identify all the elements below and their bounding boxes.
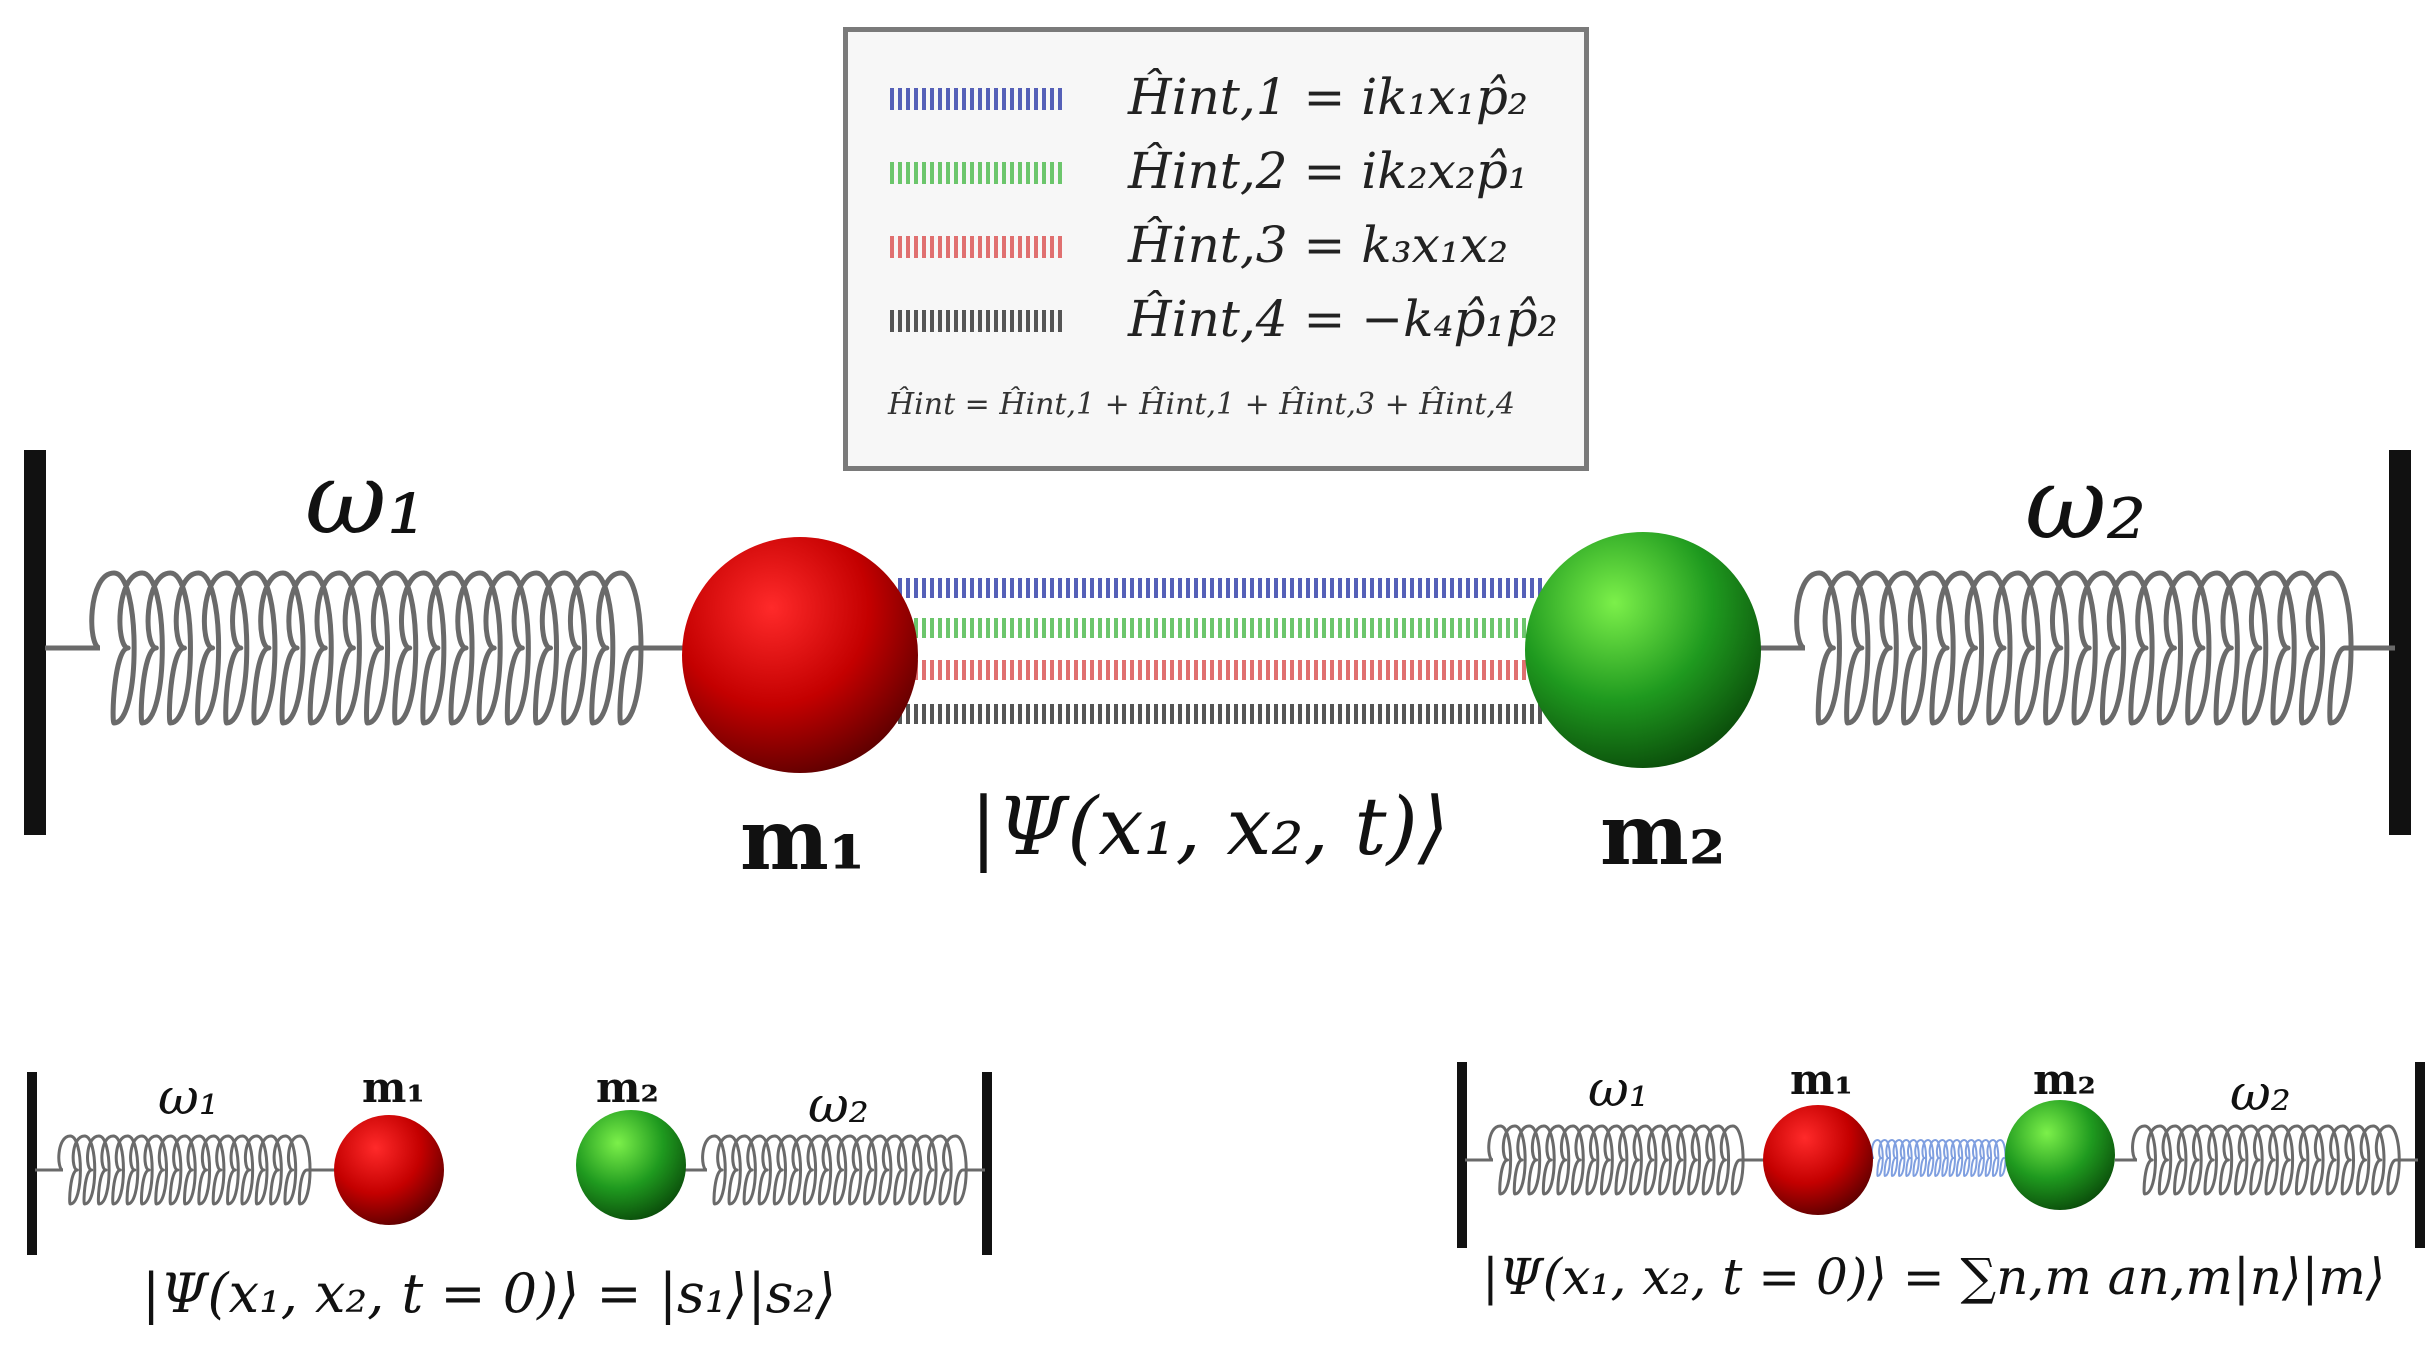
right-panel-green-mass [2005,1100,2115,1210]
left-omega2-label: ω₂ [808,1076,869,1134]
right-panel-spring-right-coil [2131,1124,2401,1196]
legend-swatch-red [890,236,1066,258]
left-panel-spring-left [35,1134,335,1206]
main-spring-right [1755,570,2395,726]
left-mass2-label: m₂ [596,1063,659,1112]
legend-swatch-green [890,162,1066,184]
right-mass2-label: m₂ [2033,1055,2096,1104]
right-panel-spring-right [2115,1124,2418,1196]
left-uncoupled-system [27,1072,992,1255]
right-panel-spring-left-coil [1487,1124,1745,1196]
interaction-legend: Ĥint,1 = ik₁x₁p̂₂ Ĥint,2 = ik₂x₂p̂₁ Ĥint… [843,27,1589,471]
right-panel-spring-left [1465,1124,1768,1196]
legend-swatch-blue [890,88,1066,110]
main-omega2-label: ω₂ [2025,445,2147,562]
left-mass1-label: m₁ [362,1063,425,1112]
main-mass1-label: m₁ [740,790,866,889]
legend-entry-2: Ĥint,2 = ik₂x₂p̂₁ [1128,142,1528,200]
main-spring-left [45,570,690,726]
legend-entry-4: Ĥint,4 = −k₄p̂₁p̂₂ [1128,290,1558,348]
right-mass1-label: m₁ [1790,1055,1853,1104]
left-panel-red-mass [334,1115,444,1225]
main-state-label: |Ψ(x₁, x₂, t)⟩ [970,780,1449,873]
right-panel-coupling-spring [1868,1139,2010,1177]
legend-total-hamiltonian: Ĥint = Ĥint,1 + Ĥint,1 + Ĥint,3 + Ĥint,4 [888,387,1515,422]
left-omega1-label: ω₁ [158,1068,219,1126]
right-panel-red-mass [1763,1105,1873,1215]
legend-entry-1: Ĥint,1 = ik₁x₁p̂₂ [1128,68,1528,126]
main-green-mass [1525,532,1761,768]
left-panel-green-mass [576,1110,686,1220]
left-panel-spring-right-coil [701,1134,968,1206]
right-panel-coupling-spring-coil [1870,1139,2007,1177]
legend-swatch-gray [890,310,1066,332]
left-panel-spring-left-coil [57,1134,312,1206]
main-mass2-label: m₂ [1600,785,1726,884]
main-oscillator-system [24,450,2411,835]
main-spring-right-coil [1794,570,2354,726]
legend-entry-3: Ĥint,3 = k₃x₁x₂ [1128,216,1509,274]
right-coupled-system [1457,1062,2425,1248]
left-panel-spring-right [685,1134,985,1206]
right-state-label: |Ψ(x₁, x₂, t = 0)⟩ = ∑n,m an,m|n⟩|m⟩ [1482,1248,2386,1306]
main-red-mass [682,537,918,773]
main-spring-left-coil [89,570,644,726]
right-omega2-label: ω₂ [2230,1064,2291,1122]
right-omega1-label: ω₁ [1588,1060,1649,1118]
left-state-label: |Ψ(x₁, x₂, t = 0)⟩ = |s₁⟩|s₂⟩ [142,1262,837,1325]
main-omega1-label: ω₁ [305,440,427,557]
